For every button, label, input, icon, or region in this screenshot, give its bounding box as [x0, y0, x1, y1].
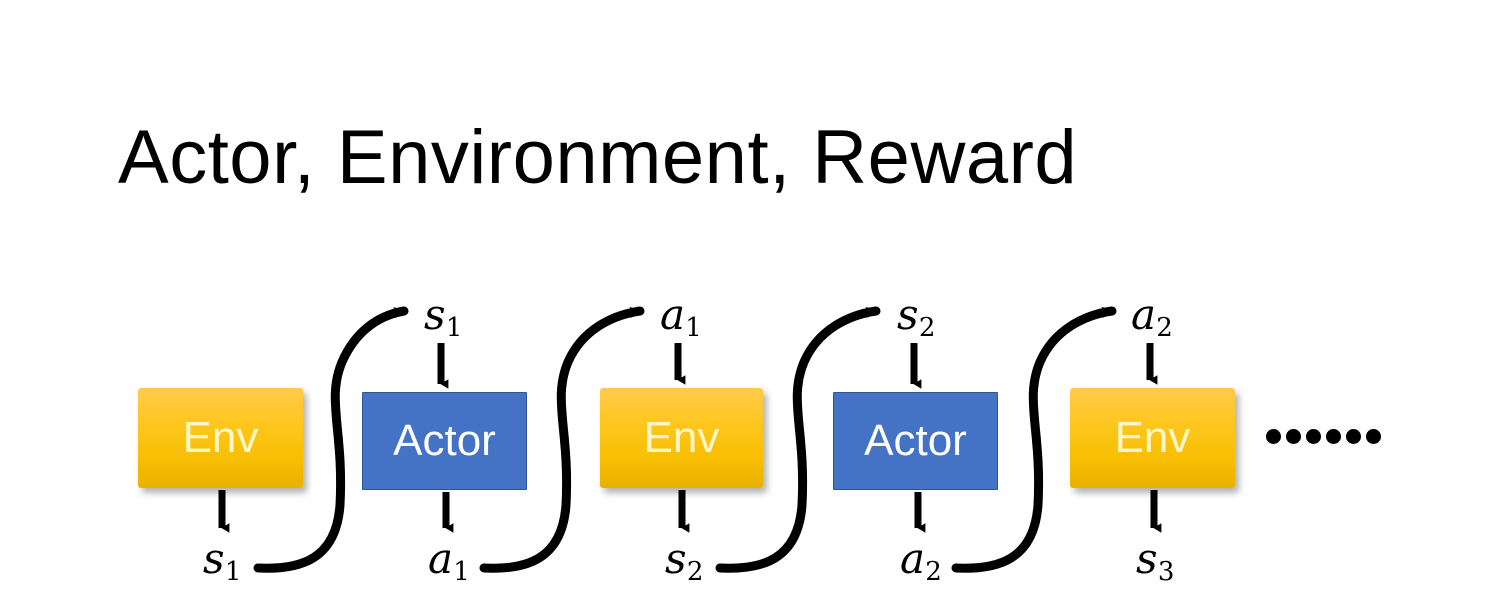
label-subscript: 2 — [1156, 312, 1173, 343]
label-base: s — [424, 290, 446, 339]
label-state-s2-bottom: s2 — [665, 538, 703, 585]
label-base: s — [897, 290, 919, 339]
label-state-s1-top: s1 — [424, 294, 462, 341]
arrows-node-to-label — [218, 490, 1162, 533]
ellipsis-dot — [1366, 429, 1381, 444]
label-base: a — [660, 290, 686, 339]
ellipsis-group-2 — [1326, 429, 1381, 444]
node-label: Env — [1114, 413, 1191, 462]
node-env-1[interactable]: Env — [138, 388, 303, 488]
label-subscript: 2 — [918, 312, 936, 343]
label-action-a1-bottom: a1 — [428, 538, 470, 585]
label-subscript: 2 — [925, 556, 942, 587]
label-subscript: 1 — [224, 556, 242, 587]
label-subscript: 3 — [1157, 556, 1175, 587]
node-label: Actor — [393, 416, 496, 465]
node-actor-1[interactable]: Actor — [362, 392, 527, 490]
label-action-a2-bottom: a2 — [900, 538, 942, 585]
ellipsis-group-1 — [1266, 429, 1321, 444]
label-base: s — [203, 534, 225, 583]
ellipsis-dot — [1306, 429, 1321, 444]
ellipsis-dot — [1326, 429, 1341, 444]
node-env-2[interactable]: Env — [600, 388, 763, 488]
node-label: Actor — [864, 416, 967, 465]
node-label: Env — [643, 413, 720, 462]
ellipsis-continuation — [1266, 429, 1381, 444]
ellipsis-dot — [1266, 429, 1281, 444]
label-state-s2-top: s2 — [897, 294, 935, 341]
label-subscript: 1 — [453, 556, 470, 587]
label-action-a1-top: a1 — [660, 294, 702, 341]
node-actor-2[interactable]: Actor — [833, 392, 998, 490]
label-action-a2-top: a2 — [1131, 294, 1173, 341]
label-state-s3-bottom: s3 — [1136, 538, 1174, 585]
arrows-label-to-node — [437, 343, 1158, 389]
node-label: Env — [182, 413, 259, 462]
ellipsis-dot — [1346, 429, 1361, 444]
label-base: a — [428, 534, 454, 583]
label-subscript: 1 — [445, 312, 463, 343]
ellipsis-dot — [1286, 429, 1301, 444]
page-title: Actor, Environment, Reward — [118, 115, 1078, 200]
label-subscript: 2 — [686, 556, 704, 587]
label-subscript: 1 — [685, 312, 702, 343]
label-state-s1-bottom: s1 — [203, 538, 241, 585]
node-env-3[interactable]: Env — [1070, 388, 1235, 488]
label-base: s — [665, 534, 687, 583]
label-base: a — [900, 534, 926, 583]
label-base: s — [1136, 534, 1158, 583]
label-base: a — [1131, 290, 1157, 339]
